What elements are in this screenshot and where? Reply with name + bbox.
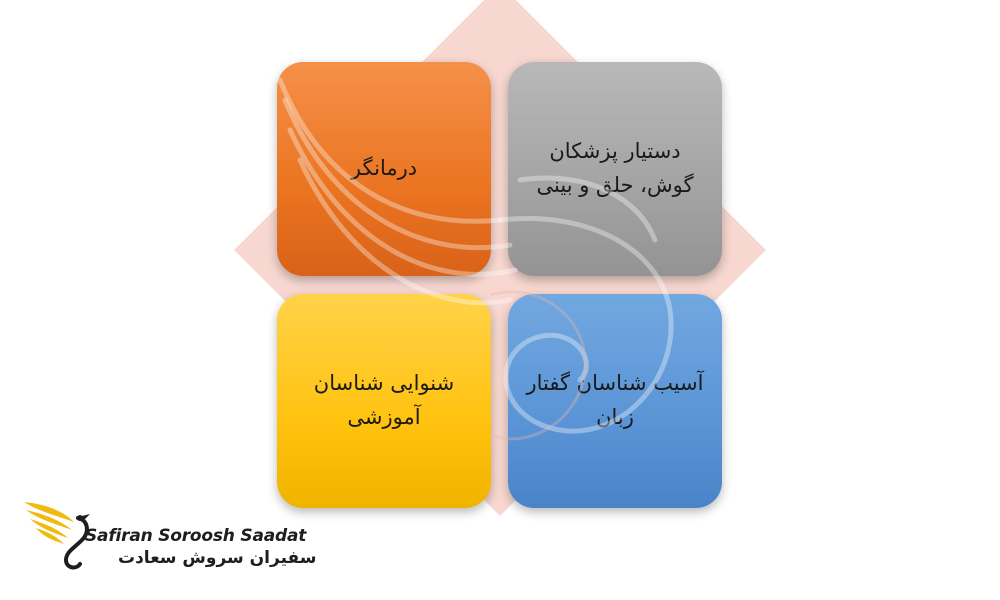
logo-persian-text: سفیران سروش سعادت — [118, 548, 317, 568]
tile-therapist-label: درمانگر — [350, 156, 418, 181]
tile-ent-assistant-label: دستیار پزشکان گوش، حلق و بینی — [536, 139, 694, 197]
brand-logo: Safiran Soroosh Saadat سفیران سروش سعادت — [22, 496, 316, 576]
tile-educational-audiologist: شنوایی شناسان آموزشی — [277, 294, 491, 508]
wing-swan-logo-icon — [24, 502, 90, 570]
tile-speech-pathologist: آسیب شناسان گفتار زبان — [508, 294, 722, 508]
tile-therapist: درمانگر — [277, 62, 491, 276]
tile-educational-audiologist-label: شنوایی شناسان آموزشی — [313, 371, 455, 429]
tile-ent-assistant: دستیار پزشکان گوش، حلق و بینی — [508, 62, 722, 276]
logo-english-text: Safiran Soroosh Saadat — [85, 526, 307, 546]
tile-speech-pathologist-label: آسیب شناسان گفتار زبان — [526, 371, 704, 429]
